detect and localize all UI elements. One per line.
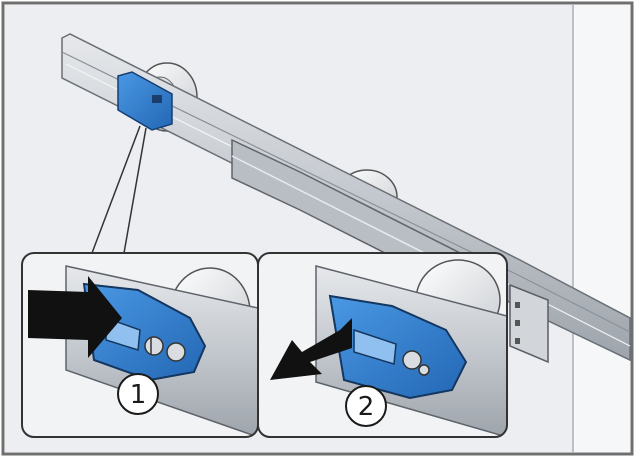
step-2-panel: 2 [257,252,508,438]
push-in-arrow-icon [28,276,122,358]
step-1-badge [117,373,159,415]
step-2-badge [345,385,387,427]
step-1-number: 1 [130,380,147,410]
release-clip [117,71,173,131]
step-2-number: 2 [358,392,375,422]
step-1-panel: 1 [21,252,259,438]
release-clip-closeup-2 [328,294,468,400]
pull-out-arrow-icon [270,318,352,380]
